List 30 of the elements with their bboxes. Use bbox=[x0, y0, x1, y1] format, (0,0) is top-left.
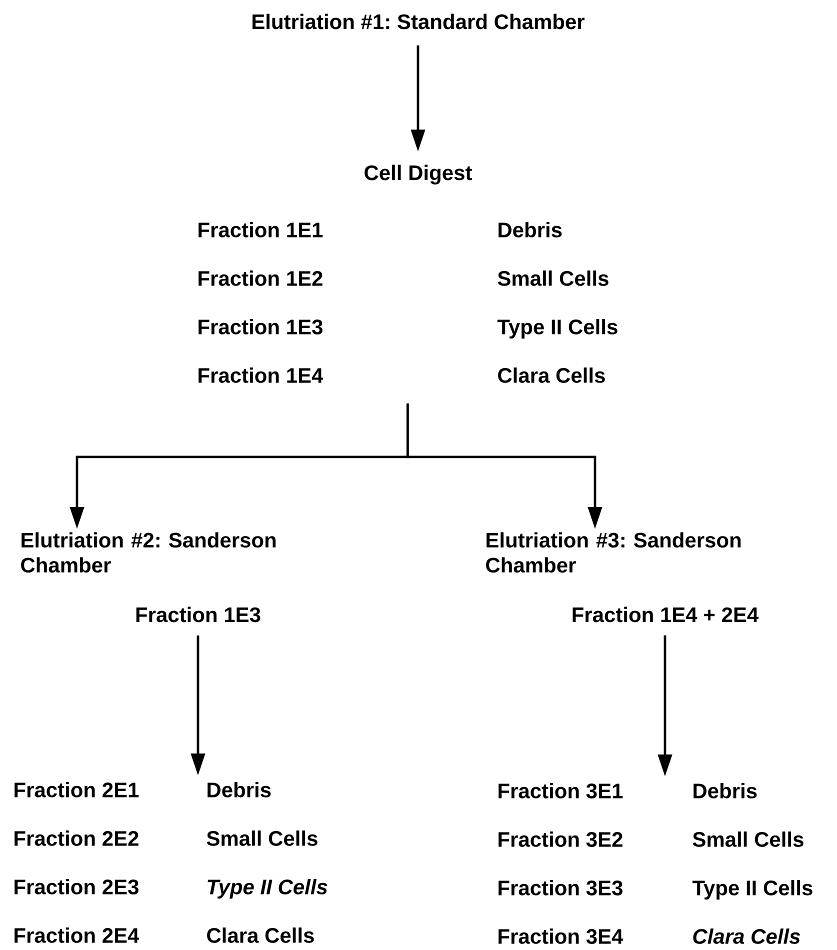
cell-type-label: Small Cells bbox=[692, 832, 804, 847]
fraction-label: Fraction 1E1 bbox=[198, 222, 323, 238]
fraction-label: Fraction 1E3 bbox=[198, 319, 322, 334]
step-label: Elutriation #2: Sanderson Chamber bbox=[21, 532, 276, 573]
cell-type-label: Clara Cells bbox=[498, 368, 605, 383]
cell-type-label: Small Cells bbox=[498, 270, 608, 286]
cell-type-label: Clara Cells bbox=[693, 928, 800, 944]
step-label: Fraction 1E4 + 2E4 bbox=[572, 606, 759, 622]
cell-type-label: Debris bbox=[208, 782, 271, 798]
step-label: Fraction 1E3 bbox=[136, 606, 260, 622]
fraction-label: Fraction 3E2 bbox=[498, 832, 622, 847]
cell-type-label: Debris bbox=[498, 222, 562, 238]
fraction-label: Fraction 1E4 bbox=[198, 368, 324, 383]
cell-type-label: Type II Cells bbox=[692, 880, 812, 900]
fraction-label: Fraction 1E2 bbox=[198, 270, 322, 286]
cell-type-label: Small Cells bbox=[206, 830, 318, 846]
cell-type-label: Type II Cells bbox=[208, 879, 328, 899]
fraction-label: Fraction 3E3 bbox=[498, 880, 622, 896]
step-label: Cell Digest bbox=[364, 164, 472, 184]
fraction-label: Fraction 2E2 bbox=[14, 830, 138, 846]
cell-type-label: Type II Cells bbox=[497, 319, 618, 339]
fraction-label: Fraction 3E1 bbox=[498, 783, 623, 798]
fraction-label: Fraction 2E1 bbox=[14, 782, 139, 798]
fraction-label: Fraction 3E4 bbox=[498, 928, 624, 944]
cell-type-label: Clara Cells bbox=[207, 928, 314, 943]
fraction-label: Fraction 2E4 bbox=[14, 928, 140, 943]
step-label: Elutriation #3: Sanderson Chamber bbox=[486, 532, 741, 573]
fraction-label: Fraction 2E3 bbox=[14, 879, 138, 894]
step-label: Elutriation #1: Standard Chamber bbox=[252, 14, 585, 30]
cell-type-label: Debris bbox=[694, 783, 757, 798]
